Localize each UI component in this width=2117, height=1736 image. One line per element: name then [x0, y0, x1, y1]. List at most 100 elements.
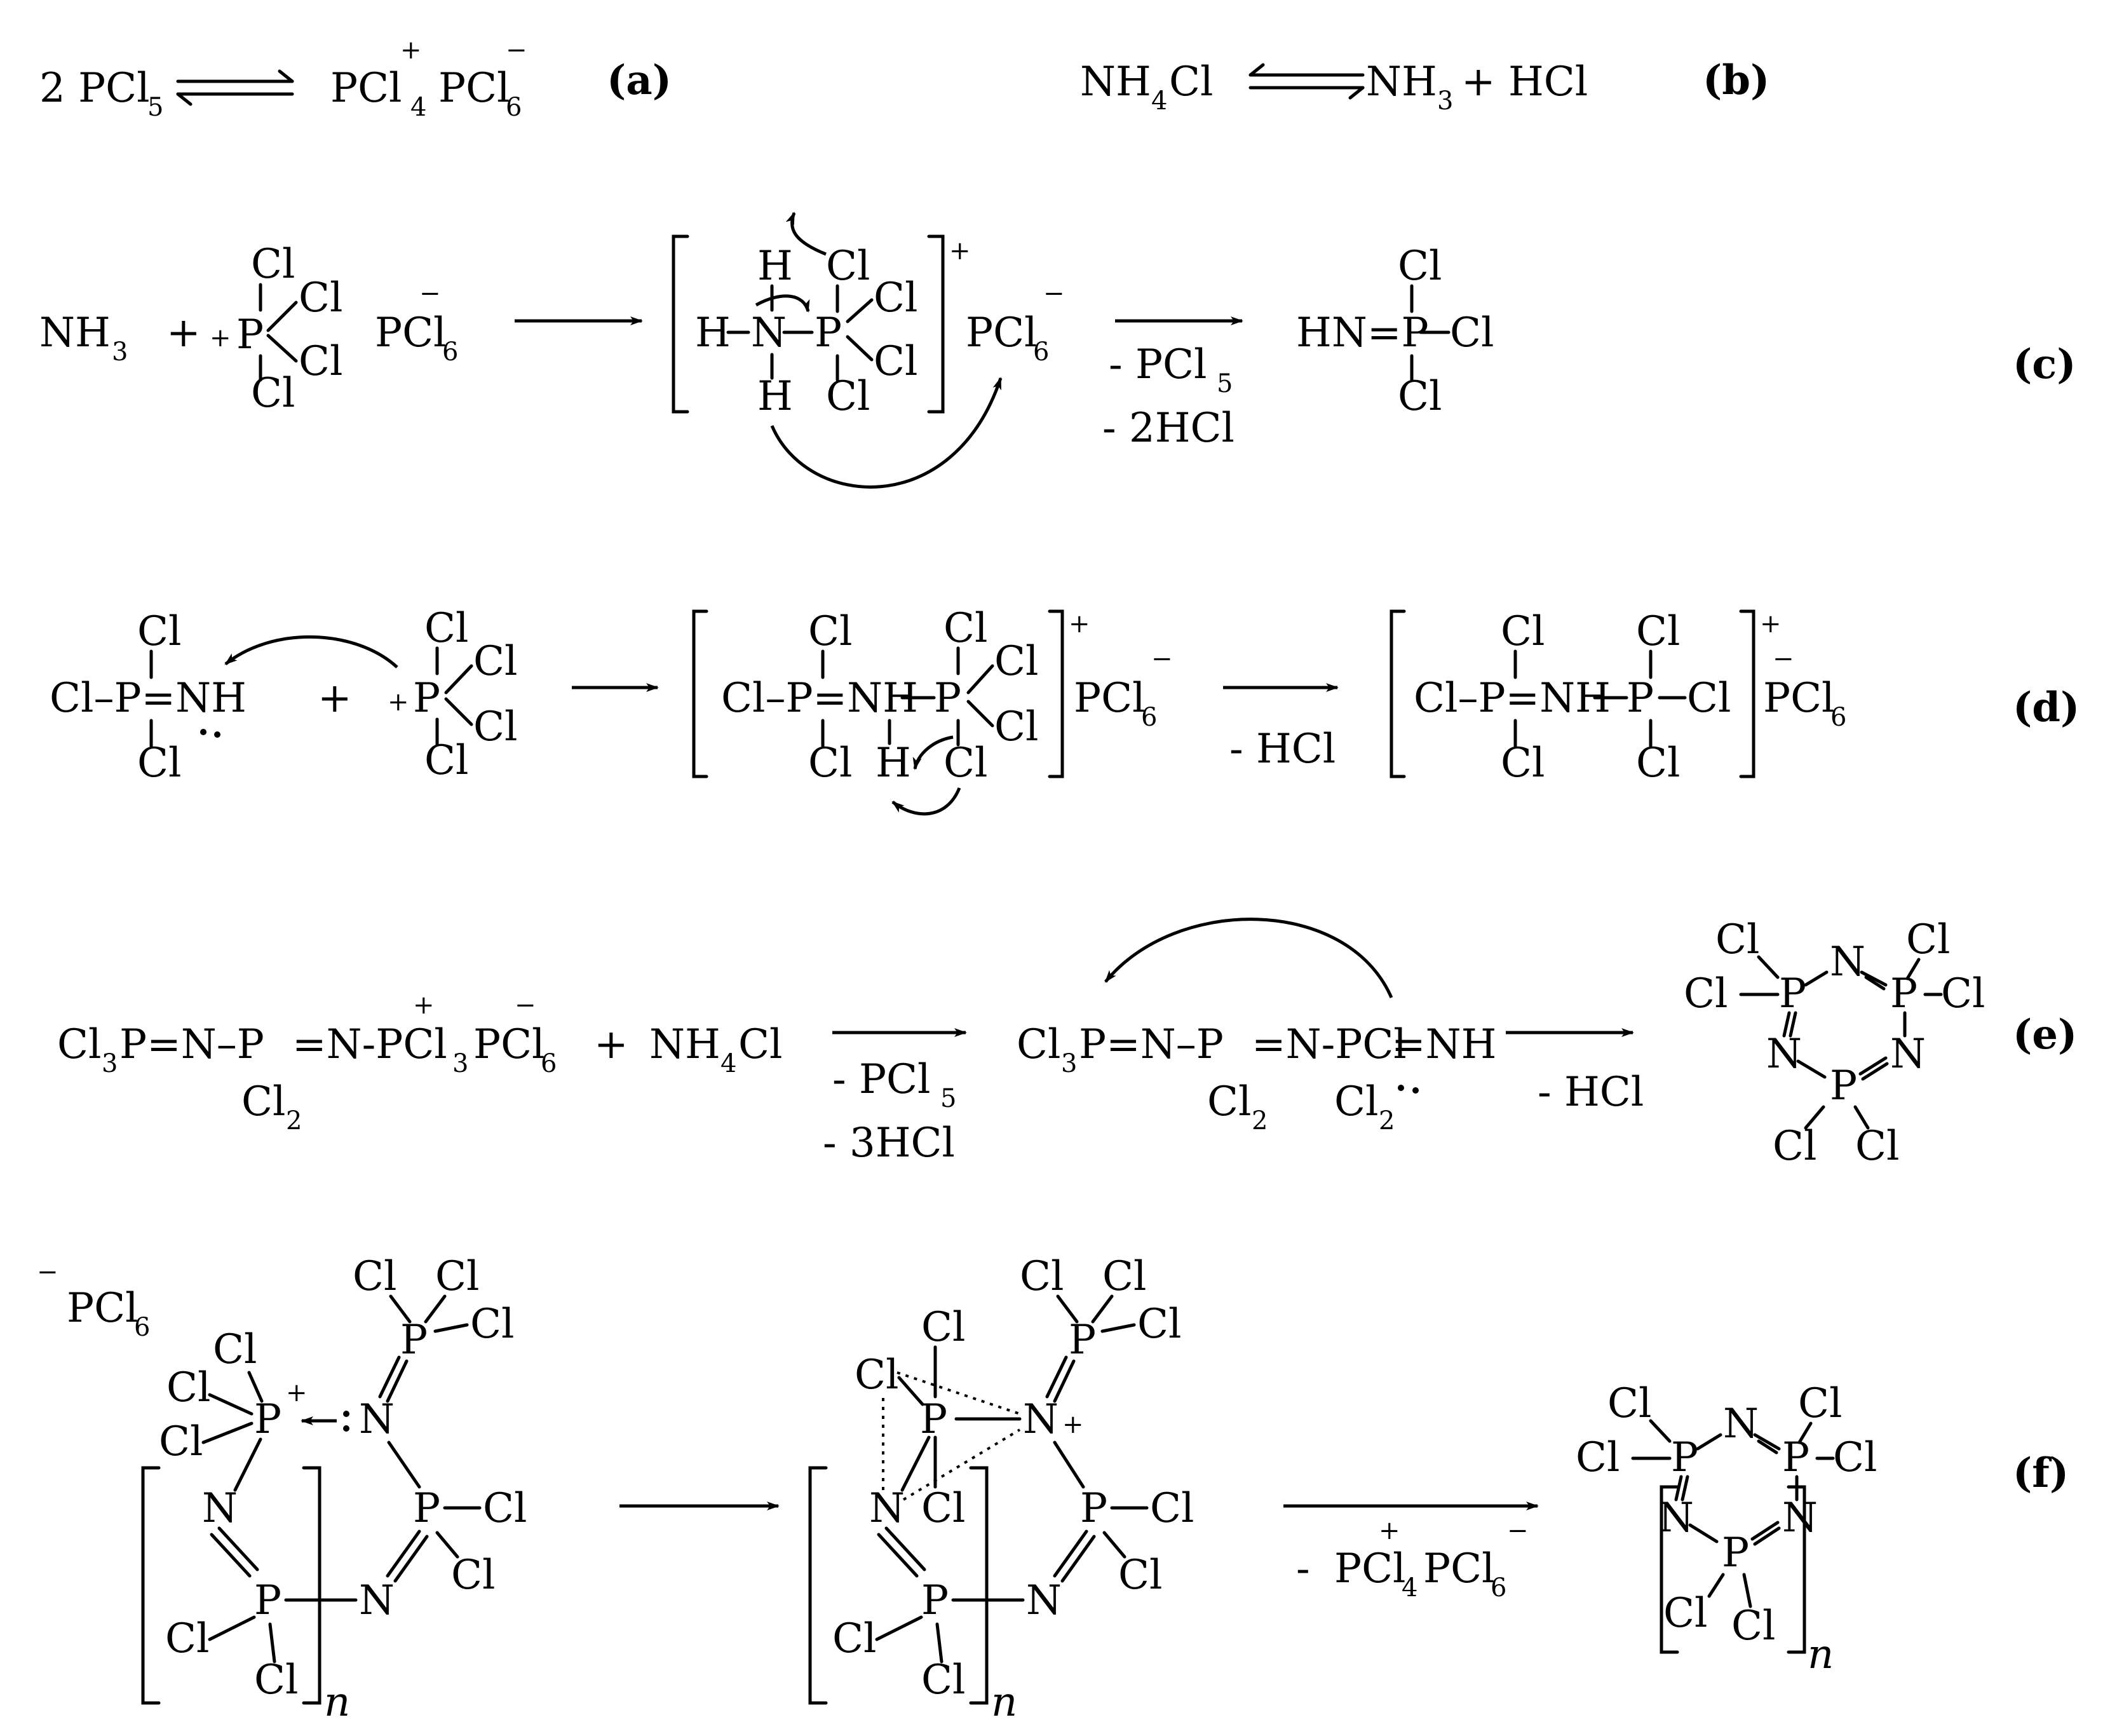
f-int-n: N — [1023, 1396, 1058, 1443]
d-anion: PCl — [1074, 675, 1146, 722]
d-int-formula: Cl–P=NH — [721, 675, 918, 722]
f-prod-cl-a: Cl — [1607, 1380, 1651, 1427]
f-int-p-top: P — [1069, 1317, 1096, 1364]
d-p-atom: P — [413, 675, 440, 722]
d-int-cl-b: Cl — [994, 638, 1038, 685]
f-anion-sub: 6 — [134, 1313, 150, 1342]
e-ring-n2: N — [1766, 1031, 1802, 1078]
b-product: NH — [1366, 58, 1437, 105]
c-cl-b: Cl — [874, 275, 917, 322]
c-product-cl-right: Cl — [1450, 309, 1494, 356]
d-cl-a: Cl — [424, 605, 468, 652]
d-byproduct: - HCl — [1229, 726, 1336, 773]
e-reactant-head: Cl — [57, 1021, 101, 1068]
c-pcl4-cation: + P Cl Cl Cl Cl — [210, 241, 342, 417]
e-ring-cl-f: Cl — [1855, 1123, 1899, 1170]
c-cl-a: Cl — [826, 243, 870, 290]
f-cl-1: Cl — [213, 1326, 257, 1373]
c-anion-2-sub: 6 — [1033, 337, 1049, 367]
e-ring-cl-d: Cl — [1941, 970, 1985, 1017]
c-cation-charge: + — [210, 323, 231, 353]
b-reactant-tail: Cl — [1169, 58, 1213, 105]
f-byproduct-a-charge: + — [1379, 1516, 1400, 1545]
c-h-top: H — [757, 243, 793, 290]
f-int-cl-8: Cl — [1118, 1552, 1162, 1599]
f-cl-8: Cl — [451, 1552, 495, 1599]
f-byproduct-b-sub: 6 — [1491, 1573, 1506, 1603]
f-p-top: P — [400, 1317, 428, 1364]
f-byproduct-a-sub: 4 — [1402, 1573, 1417, 1603]
c-n-atom: N — [751, 309, 787, 356]
f-prod-cl-b: Cl — [1576, 1434, 1620, 1481]
f-cl-7: Cl — [483, 1485, 527, 1532]
d-reactant: Cl–P=NH Cl Cl — [50, 608, 247, 787]
c-cl-c: Cl — [874, 338, 917, 385]
f-cl-6: Cl — [470, 1301, 514, 1348]
c-cl-lower-right: Cl — [299, 338, 342, 385]
f-p-right: P — [413, 1485, 440, 1532]
c-byproduct1-sub: 5 — [1217, 369, 1233, 398]
e-ammonium-tail: Cl — [738, 1021, 782, 1068]
equation-a: 2 PCl 5 PCl 4 + PCl 6 − (a) — [39, 36, 672, 122]
e-int-cl2-b: Cl — [1334, 1078, 1378, 1125]
label-f: (f) — [2013, 1449, 2069, 1497]
equation-c: NH 3 + + P Cl Cl Cl Cl PCl 6 − H N P — [39, 212, 2076, 489]
a-product-sub1: 4 — [410, 93, 426, 122]
c-cl-upper-right: Cl — [299, 275, 342, 322]
d-reactant-formula: Cl–P=NH — [50, 675, 247, 722]
e-int-cl2-a: Cl — [1207, 1078, 1251, 1125]
equation-e: Cl 3 P=N–P =N-PCl 3 + Cl 2 PCl 6 − + NH … — [57, 916, 2077, 1170]
c-ammonia-sub: 3 — [112, 337, 128, 367]
c-anion-2-charge: − — [1043, 279, 1065, 308]
e-int-cl2-b-sub: 2 — [1379, 1106, 1395, 1136]
f-n-2: N — [202, 1485, 238, 1532]
c-product: HN=P Cl Cl Cl — [1296, 243, 1494, 420]
b-reactant: NH — [1080, 58, 1151, 105]
f-p-bottom: P — [254, 1577, 281, 1624]
e-cation-charge: + — [413, 991, 435, 1020]
d-cl-d: Cl — [424, 737, 468, 784]
f-int-n-2: N — [869, 1485, 905, 1532]
c-cl-d: Cl — [826, 373, 870, 420]
e-byproduct3: - HCl — [1538, 1069, 1644, 1116]
e-anion-sub: 6 — [541, 1049, 557, 1078]
equilibrium-arrow — [176, 69, 294, 106]
c-anion-sub: 6 — [442, 337, 458, 367]
c-byproduct2: - 2HCl — [1102, 405, 1234, 452]
c-anion-charge: − — [419, 279, 441, 308]
e-cl2: Cl — [241, 1078, 285, 1125]
a-product-sub2: 6 — [506, 93, 522, 122]
e-reactant-mid-sub: 3 — [452, 1049, 468, 1078]
d-prod-anion: PCl — [1763, 675, 1835, 722]
f-int-n-3: N — [1026, 1577, 1062, 1624]
d-int-cl-a: Cl — [944, 605, 987, 652]
label-b: (b) — [1703, 57, 1769, 104]
f-cyclic-product: P P N N N P Cl Cl Cl Cl Cl Cl — [1576, 1380, 1877, 1678]
f-int-p: P — [920, 1396, 947, 1443]
d-prod-anion-charge: − — [1773, 644, 1794, 674]
e-byproduct1: - PCl — [832, 1056, 930, 1103]
d-int-cl-c: Cl — [994, 703, 1038, 750]
f-prod-cl-e: Cl — [1663, 1590, 1707, 1637]
c-anion-2: PCl — [966, 309, 1038, 356]
f-prod-cl-c: Cl — [1798, 1380, 1842, 1427]
f-int-p-bottom: P — [921, 1577, 949, 1624]
f-byproduct-b-charge: − — [1507, 1516, 1529, 1545]
equation-b: NH 4 Cl NH 3 + HCl (b) — [1080, 57, 1769, 116]
f-repeat-1: n — [324, 1679, 350, 1726]
d-prod-cl-a: Cl — [1636, 608, 1680, 655]
e-ammonium: NH — [649, 1021, 720, 1068]
e-ring-p3: P — [1830, 1062, 1857, 1109]
label-d: (d) — [2013, 684, 2080, 731]
f-repeat-2: n — [991, 1679, 1017, 1726]
f-int-cl-9: Cl — [832, 1615, 876, 1662]
f-intermediate: P N + Cl Cl Cl P Cl Cl Cl N P — [808, 1253, 1194, 1726]
d-int-cl-d: Cl — [944, 740, 987, 787]
c-bracket-charge: + — [949, 236, 971, 266]
b-reactant-sub: 4 — [1151, 86, 1167, 116]
label-a: (a) — [607, 57, 672, 104]
d-int-cl-top: Cl — [808, 608, 852, 655]
f-int-cl-7: Cl — [1150, 1485, 1194, 1532]
a-reactant-sub: 5 — [147, 93, 163, 122]
d-prod-cl-b: Cl — [1636, 740, 1680, 787]
